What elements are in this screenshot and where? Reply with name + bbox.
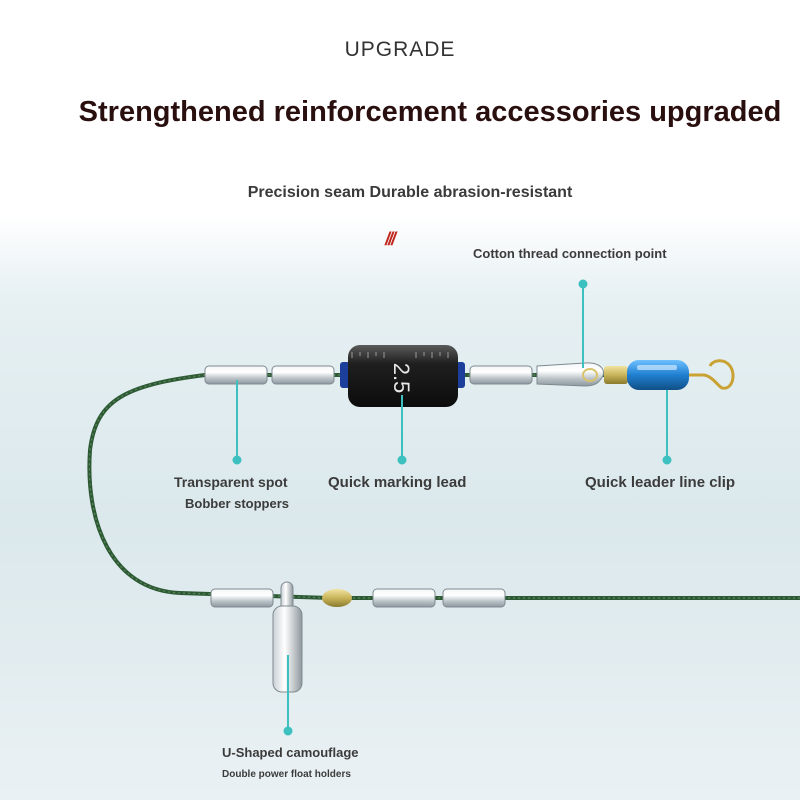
quick-leader-clip-body bbox=[627, 360, 689, 390]
upgrade-tag: UPGRADE bbox=[344, 38, 456, 61]
gold-bead bbox=[322, 589, 352, 607]
cotton-thread-connector bbox=[536, 362, 604, 387]
lead-weight-marking: 2.5 bbox=[389, 363, 414, 394]
clip-highlight bbox=[637, 365, 677, 370]
fishing-line-highlight bbox=[88, 374, 800, 599]
connection-point bbox=[582, 368, 598, 382]
stopper-tube bbox=[372, 588, 436, 608]
label-transparent-spot: Transparent spot bbox=[174, 474, 288, 490]
stopper-tube bbox=[210, 588, 274, 608]
label-u-shaped: U-Shaped camouflage bbox=[222, 745, 359, 760]
pointer-lines bbox=[232, 279, 672, 736]
lead-scale-marks bbox=[351, 352, 449, 358]
headline: Strengthened reinforcement accessories u… bbox=[78, 96, 782, 128]
stopper-tube bbox=[271, 365, 335, 385]
snap-hook bbox=[689, 359, 735, 390]
stopper-tube bbox=[442, 588, 506, 608]
label-quick-marking-lead: Quick marking lead bbox=[328, 474, 467, 491]
label-quick-leader-clip: Quick leader line clip bbox=[585, 474, 736, 491]
label-double-power: Double power float holders bbox=[222, 769, 351, 780]
slash-mark: /// bbox=[385, 229, 396, 249]
label-cotton-thread: Cotton thread connection point bbox=[473, 246, 667, 261]
marking-lead-body bbox=[348, 345, 458, 407]
subheadline: Precision seam Durable abrasion-resistan… bbox=[247, 184, 573, 201]
label-bobber-stoppers: Bobber stoppers bbox=[185, 496, 290, 511]
lead-cap-left bbox=[340, 362, 350, 388]
stopper-tube bbox=[469, 365, 533, 385]
brass-sleeve bbox=[604, 366, 628, 384]
